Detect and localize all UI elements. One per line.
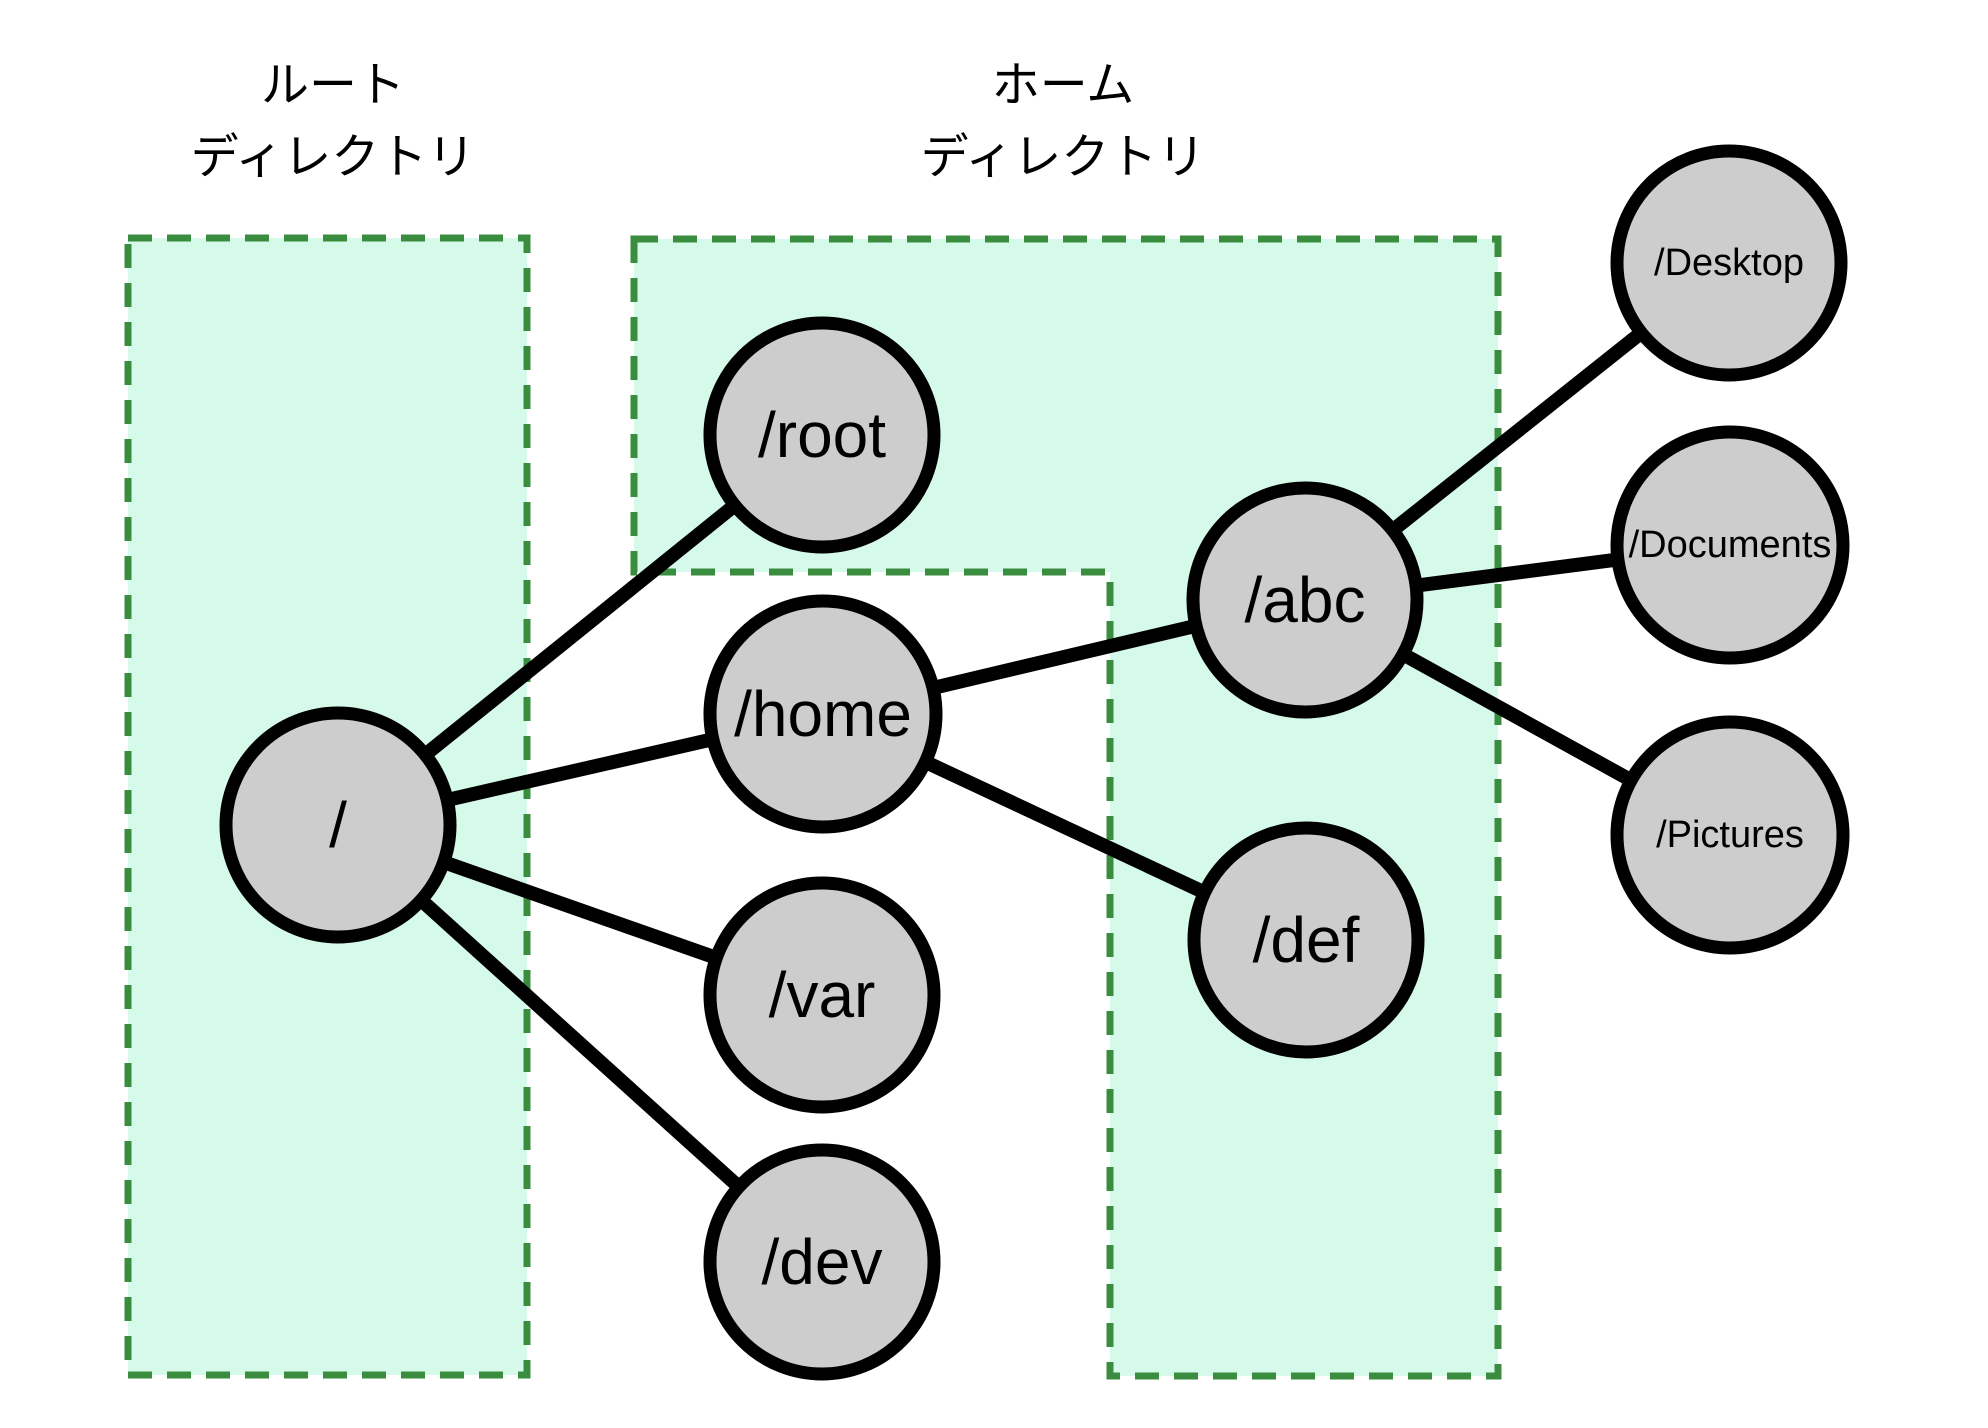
node-root: /root xyxy=(703,316,941,554)
node-circle xyxy=(1610,144,1848,382)
node-circle xyxy=(1610,425,1850,665)
node-home: /home xyxy=(703,594,943,834)
node-dev: /dev xyxy=(703,1143,941,1381)
node-label: /abc xyxy=(1245,564,1366,636)
node-slash: / xyxy=(219,706,457,944)
home-directory-caption-line1: ホーム xyxy=(992,59,1135,112)
root-directory-caption-line2: ディレクトリ xyxy=(191,131,476,184)
node-circle xyxy=(703,594,943,834)
node-label: /Pictures xyxy=(1656,814,1804,856)
node-circle xyxy=(1186,481,1424,719)
node-def: /def xyxy=(1187,821,1425,1059)
node-documents: /Documents xyxy=(1610,425,1850,665)
home-directory-caption-line2: ディレクトリ xyxy=(921,131,1206,184)
node-label: /root xyxy=(758,399,886,471)
node-circle xyxy=(703,316,941,554)
node-label: /dev xyxy=(762,1226,883,1298)
node-label: /home xyxy=(734,678,912,750)
node-label: /def xyxy=(1253,904,1360,976)
node-circle xyxy=(1610,715,1850,955)
node-circle xyxy=(219,706,457,944)
node-label: /var xyxy=(769,959,876,1031)
node-pictures: /Pictures xyxy=(1610,715,1850,955)
node-circle xyxy=(703,1143,941,1381)
node-label: /Documents xyxy=(1629,524,1832,566)
node-var: /var xyxy=(703,876,941,1114)
node-abc: /abc xyxy=(1186,481,1424,719)
node-label: /Desktop xyxy=(1654,242,1804,284)
node-desktop: /Desktop xyxy=(1610,144,1848,382)
node-circle xyxy=(1187,821,1425,1059)
node-label: / xyxy=(329,789,347,861)
node-circle xyxy=(703,876,941,1114)
root-directory-caption-line1: ルート xyxy=(261,59,405,112)
